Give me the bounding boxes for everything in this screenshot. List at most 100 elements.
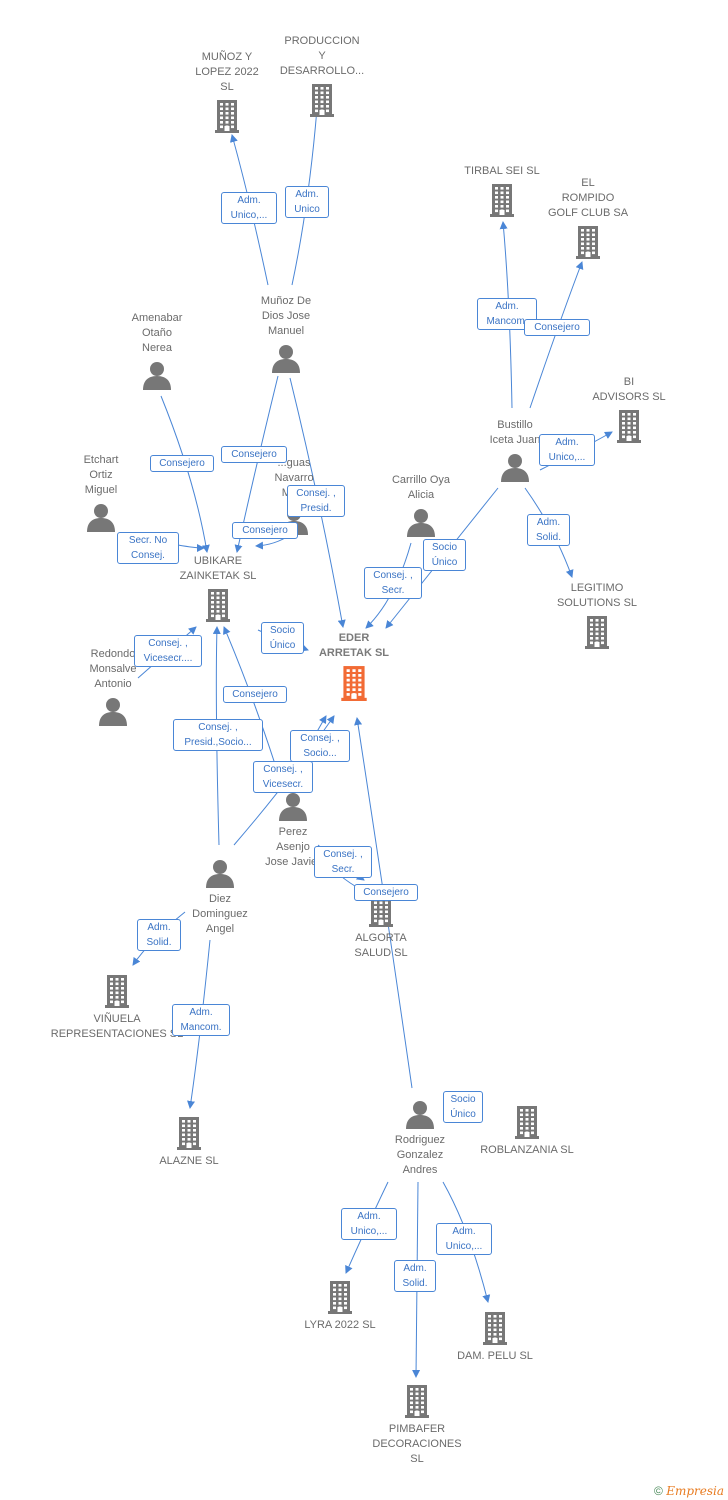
- node-label: MUÑOZ Y LOPEZ 2022 SL: [195, 51, 259, 93]
- node-label: Carrillo Oya Alicia: [391, 474, 451, 501]
- relation-label-perez-eder[interactable]: Consej. , Vicesecr.: [253, 761, 313, 793]
- relation-label-perez-ubikare[interactable]: Consejero: [223, 686, 287, 703]
- node-label: EL ROMPIDO GOLF CLUB SA: [547, 177, 629, 219]
- company-node-pimbafer[interactable]: PIMBAFER DECORACIONES SL: [337, 1384, 497, 1467]
- node-label: UBIKARE ZAINKETAK SL: [179, 555, 257, 582]
- building-icon: [175, 1116, 203, 1150]
- person-icon: [142, 360, 172, 390]
- building-icon: [513, 1105, 541, 1139]
- person-node-redondo[interactable]: Redondo Monsalve Antonio: [33, 647, 193, 726]
- building-icon: [339, 665, 369, 701]
- person-icon: [271, 343, 301, 373]
- person-node-bustillo[interactable]: Bustillo Iceta Juan: [435, 418, 595, 482]
- node-label: Muñoz De Dios Jose Manuel: [260, 295, 312, 337]
- relation-label-rodriguez-dam-pelu[interactable]: Adm. Unico,...: [436, 1223, 492, 1255]
- building-icon: [326, 1280, 354, 1314]
- company-node-dam-pelu[interactable]: DAM. PELU SL: [415, 1311, 575, 1364]
- company-node-el-rompido[interactable]: EL ROMPIDO GOLF CLUB SA: [508, 176, 668, 259]
- person-icon: [205, 858, 235, 888]
- company-node-produccion[interactable]: PRODUCCION Y DESARROLLO...: [242, 34, 402, 117]
- building-icon: [103, 974, 131, 1008]
- node-label: ALGORTA SALUD SL: [354, 932, 408, 959]
- node-label: Rodriguez Gonzalez Andres: [394, 1134, 446, 1176]
- relation-label-rodriguez-pimbafer[interactable]: Adm. Solid.: [394, 1260, 436, 1292]
- company-node-tirbal[interactable]: TIRBAL SEI SL: [422, 164, 582, 217]
- node-label: DAM. PELU SL: [457, 1350, 533, 1362]
- relation-edge: [212, 626, 221, 846]
- relation-label-amenabar-ubikare[interactable]: Consejero: [150, 455, 214, 472]
- person-node-perez[interactable]: Perez Asenjo Jose Javier: [213, 791, 373, 870]
- company-node-ubikare[interactable]: UBIKARE ZAINKETAK SL: [138, 554, 298, 622]
- node-label: BI ADVISORS SL: [592, 376, 666, 403]
- relation-label-redondo-ubikare[interactable]: Consej. , Vicesecr....: [134, 635, 202, 667]
- relation-label-munoz-dios-munoz-lopez[interactable]: Adm. Unico,...: [221, 192, 277, 224]
- relation-label-bustillo-el-rompido[interactable]: Consejero: [524, 319, 590, 336]
- person-icon: [98, 696, 128, 726]
- company-node-legitimo[interactable]: LEGITIMO SOLUTIONS SL: [517, 581, 677, 649]
- relation-label-diez-alazne[interactable]: Adm. Mancom.: [172, 1004, 230, 1036]
- company-node-lyra[interactable]: LYRA 2022 SL: [260, 1280, 420, 1333]
- relation-label-rodriguez-lyra[interactable]: Adm. Unico,...: [341, 1208, 397, 1240]
- building-icon: [488, 183, 516, 217]
- relation-label-bustillo-eder[interactable]: Socio Único: [423, 539, 466, 571]
- person-node-munoz-dios[interactable]: Muñoz De Dios Jose Manuel: [206, 294, 366, 373]
- node-label: Redondo Monsalve Antonio: [89, 648, 137, 690]
- building-icon: [583, 615, 611, 649]
- company-node-algorta[interactable]: ALGORTA SALUD SL: [301, 893, 461, 961]
- company-node-bi-advisors[interactable]: BI ADVISORS SL: [549, 375, 709, 443]
- relation-label-bustillo-bi-advisors[interactable]: Adm. Unico,...: [539, 434, 595, 466]
- building-icon: [481, 1311, 509, 1345]
- node-label: TIRBAL SEI SL: [464, 165, 540, 177]
- person-node-diez[interactable]: Diez Dominguez Angel: [140, 858, 300, 937]
- building-icon: [574, 225, 602, 259]
- person-icon: [86, 502, 116, 532]
- relation-edge: [177, 543, 205, 552]
- relation-label-munoz-dios-produccion[interactable]: Adm. Unico: [285, 186, 329, 218]
- relation-label-diez-vinuela[interactable]: Adm. Solid.: [137, 919, 181, 951]
- relation-label-carrillo-eder[interactable]: Consej. , Secr.: [364, 567, 422, 599]
- node-label: ROBLANZANIA SL: [480, 1144, 574, 1156]
- relation-label-bustillo-tirbal[interactable]: Adm. Mancom.: [477, 298, 537, 330]
- company-node-munoz-lopez[interactable]: MUÑOZ Y LOPEZ 2022 SL: [147, 50, 307, 133]
- building-icon: [204, 588, 232, 622]
- person-node-rodriguez[interactable]: Rodriguez Gonzalez Andres: [340, 1099, 500, 1178]
- relation-label-diez-eder[interactable]: Consej. , Socio...: [290, 730, 350, 762]
- brand-name: Empresia: [666, 1484, 724, 1498]
- company-node-alazne[interactable]: ALAZNE SL: [109, 1116, 269, 1169]
- node-label: LYRA 2022 SL: [304, 1319, 376, 1331]
- copyright-symbol: ©: [654, 1484, 663, 1498]
- relation-label-perez-algorta[interactable]: Consej. , Secr.: [314, 846, 372, 878]
- footer-brand[interactable]: © Empresia: [654, 1484, 724, 1498]
- building-icon: [403, 1384, 431, 1418]
- relation-label-bustillo-legitimo[interactable]: Adm. Solid.: [527, 514, 570, 546]
- person-node-carrillo[interactable]: Carrillo Oya Alicia: [341, 473, 501, 537]
- node-label: Amenabar Otaño Nerea: [131, 312, 183, 354]
- node-label: Diez Dominguez Angel: [192, 893, 248, 935]
- relation-label-munoz-dios-ubikare[interactable]: Consejero: [221, 446, 287, 463]
- building-icon: [213, 99, 241, 133]
- relation-label-ubikare-eder[interactable]: Socio Único: [261, 622, 304, 654]
- node-label: Bustillo Iceta Juan: [489, 419, 541, 446]
- company-node-eder[interactable]: EDER ARRETAK SL: [274, 631, 434, 701]
- node-label: PRODUCCION Y DESARROLLO...: [279, 35, 365, 77]
- relation-label-aguas-ubikare[interactable]: Consejero: [232, 522, 298, 539]
- node-label: ALAZNE SL: [159, 1155, 219, 1167]
- relation-label-rodriguez-eder[interactable]: Socio Único: [443, 1091, 483, 1123]
- person-node-amenabar[interactable]: Amenabar Otaño Nerea: [77, 311, 237, 390]
- relation-label-diez-ubikare[interactable]: Consej. , Presid.,Socio...: [173, 719, 263, 751]
- relation-label-munoz-dios-eder[interactable]: Consej. , Presid.: [287, 485, 345, 517]
- building-icon: [308, 83, 336, 117]
- node-label: VIÑUELA REPRESENTACIONES SL: [50, 1013, 183, 1040]
- person-icon: [278, 791, 308, 821]
- company-node-roblanzania[interactable]: ROBLANZANIA SL: [447, 1105, 607, 1158]
- person-icon: [406, 507, 436, 537]
- node-label: LEGITIMO SOLUTIONS SL: [556, 582, 638, 609]
- relation-label-perez-algorta[interactable]: Consejero: [354, 884, 418, 901]
- node-label: PIMBAFER DECORACIONES SL: [372, 1423, 462, 1465]
- person-icon: [405, 1099, 435, 1129]
- person-icon: [500, 452, 530, 482]
- node-label: EDER ARRETAK SL: [318, 632, 390, 659]
- node-label: Etchart Ortiz Miguel: [83, 454, 119, 496]
- relation-label-etchart-ubikare[interactable]: Secr. No Consej.: [117, 532, 179, 564]
- person-node-etchart[interactable]: Etchart Ortiz Miguel: [21, 453, 181, 532]
